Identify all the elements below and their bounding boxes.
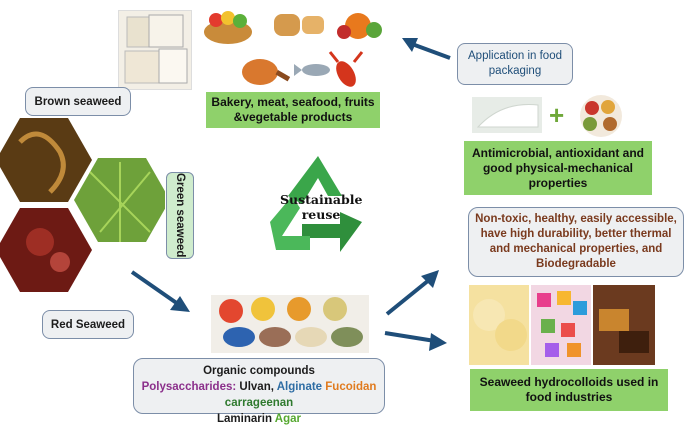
arrow-icon xyxy=(130,270,190,312)
spices-photo xyxy=(580,95,622,137)
food-products-illustration xyxy=(204,11,382,87)
arrow-icon xyxy=(402,38,451,60)
polysaccharides-line-1: Polysaccharides: Ulvan, Alginate Fucoida… xyxy=(134,379,384,411)
organic-compounds-title: Organic compounds xyxy=(203,365,315,377)
compound-ulvan: Ulvan, xyxy=(239,381,274,393)
seaweed-photos xyxy=(0,118,165,292)
recycle-icon xyxy=(270,156,362,252)
packaging-sheets-photo xyxy=(118,10,192,90)
brown-seaweed-photo xyxy=(0,118,92,202)
compound-fucoidan: Fucoidan xyxy=(325,381,377,393)
candy-photo xyxy=(531,285,591,365)
chicken-icon xyxy=(242,59,291,85)
brown-seaweed-label: Brown seaweed xyxy=(25,87,131,116)
green-seaweed-text: Green seaweed xyxy=(174,173,186,258)
compound-alginate: Alginate xyxy=(276,381,323,393)
center-label: Sustainable reuse xyxy=(280,192,363,222)
properties-label: Antimicrobial, antioxidant and good phys… xyxy=(464,141,652,195)
hydrocolloids-label: Seaweed hydrocolloids used in food indus… xyxy=(470,369,668,411)
polysaccharides-prefix: Polysaccharides: xyxy=(141,381,237,393)
compound-agar: Agar xyxy=(274,413,301,425)
compound-laminarin: Laminarin xyxy=(217,413,272,425)
organic-compounds-box: Organic compounds Polysaccharides: Ulvan… xyxy=(133,358,385,425)
red-seaweed-label: Red Seaweed xyxy=(42,310,134,339)
ice-cream-photo xyxy=(469,285,529,365)
polysaccharides-line-2: Laminarin Agar xyxy=(134,411,384,427)
green-seaweed-label: Green seaweed xyxy=(166,172,194,259)
fruit-basket-icon xyxy=(204,11,252,44)
food-products-label: Bakery, meat, seafood, fruits &vegetable… xyxy=(206,92,380,128)
application-label: Application in food packaging xyxy=(457,43,573,85)
arrow-icon xyxy=(384,331,447,351)
compound-carrageenan: carrageenan xyxy=(224,397,294,409)
bread-icon xyxy=(274,14,324,36)
chocolate-photo xyxy=(593,285,655,365)
lobster-icon xyxy=(328,51,364,87)
vegetables-icon xyxy=(337,13,382,39)
benefits-label: Non-toxic, healthy, easily accessible, h… xyxy=(468,207,684,277)
film-photo xyxy=(472,97,542,133)
arrow-icon xyxy=(385,270,439,316)
plus-icon: + xyxy=(549,100,565,130)
fish-icon xyxy=(294,64,330,76)
organic-compounds-photo xyxy=(211,295,369,353)
